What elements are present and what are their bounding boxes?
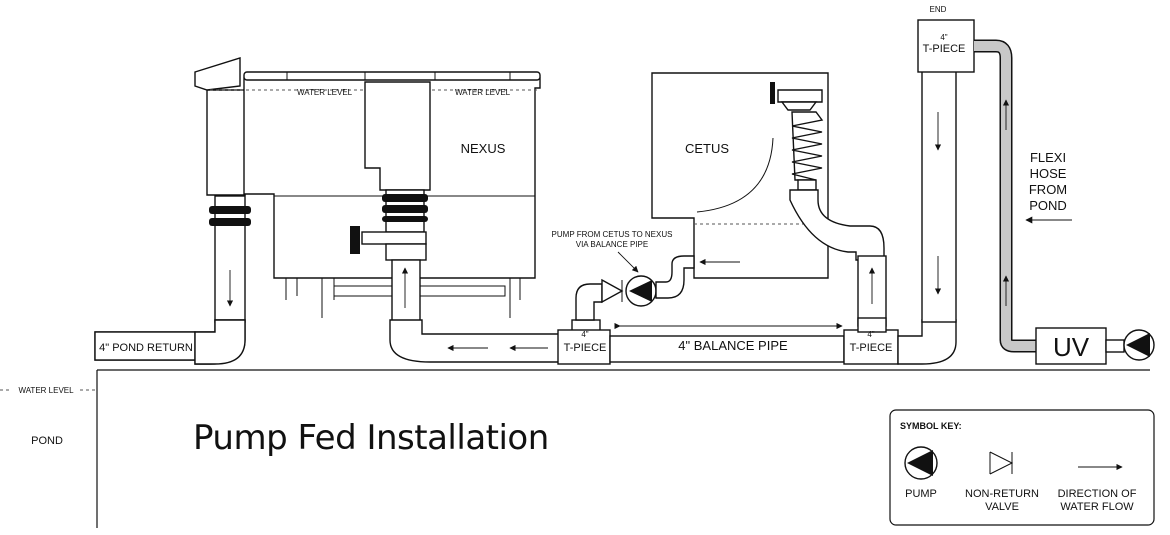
- flexi-line-1: FLEXI: [1030, 150, 1066, 165]
- uv-label: UV: [1053, 332, 1090, 362]
- page-title: Pump Fed Installation: [193, 418, 549, 458]
- flexi-line-3: FROM: [1029, 182, 1067, 197]
- pond-label: POND: [31, 435, 63, 447]
- key-pump-icon: [904, 446, 938, 480]
- right-tpiece-size: 4": [867, 330, 874, 339]
- key-non-return-valve-icon: [989, 451, 1014, 475]
- key-flow-line-2: WATER FLOW: [1060, 501, 1134, 513]
- cetus-label: CETUS: [685, 141, 729, 156]
- left-tpiece-size: 4": [581, 330, 588, 339]
- nexus-water-level-left: WATER LEVEL: [297, 88, 353, 97]
- symbol-key-heading: SYMBOL KEY:: [900, 421, 962, 431]
- right-tpiece-label: T-PIECE: [850, 342, 893, 354]
- flow-arrows: [226, 99, 1010, 352]
- top-tpiece-size: 4": [940, 33, 947, 42]
- left-tpiece-label: T-PIECE: [564, 342, 607, 354]
- key-nrv-line-2: VALVE: [985, 501, 1019, 513]
- nexus-water-level-right: WATER LEVEL: [455, 88, 511, 97]
- uv-unit: [1035, 327, 1107, 365]
- pump-note-line-1: PUMP FROM CETUS TO NEXUS: [552, 230, 673, 239]
- cetus-pump-assembly: PUMP FROM CETUS TO NEXUS VIA BALANCE PIP…: [552, 230, 695, 321]
- pond-pump-icon: [1123, 329, 1155, 361]
- pond-water-level-label: WATER LEVEL: [18, 386, 74, 395]
- cetus-unit: CETUS: [651, 72, 887, 327]
- flexi-hose: [974, 41, 1036, 351]
- symbol-key: SYMBOL KEY: PUMP NON-RETURN VALVE DIRECT…: [889, 409, 1155, 526]
- balance-pipe-label: 4" BALANCE PIPE: [678, 338, 788, 353]
- key-nrv-line-1: NON-RETURN: [965, 488, 1039, 500]
- key-flow-line-1: DIRECTION OF: [1058, 488, 1137, 500]
- top-tpiece-label: T-PIECE: [923, 43, 966, 55]
- key-pump-label: PUMP: [905, 488, 937, 500]
- non-return-valve-icon: [601, 278, 624, 304]
- nexus-label: NEXUS: [461, 141, 506, 156]
- flexi-line-2: HOSE: [1030, 166, 1067, 181]
- flexi-line-4: POND: [1029, 198, 1067, 213]
- pump-note-line-2: VIA BALANCE PIPE: [576, 240, 648, 249]
- end-label: END: [930, 5, 947, 14]
- pond-return-label: 4" POND RETURN: [99, 342, 193, 354]
- nexus-unit: WATER LEVEL WATER LEVEL NEXUS: [194, 57, 541, 323]
- balance-pipe-assembly: END 4" T-PIECE 4" T-PIECE 4" T-PIECE 4" …: [94, 5, 975, 365]
